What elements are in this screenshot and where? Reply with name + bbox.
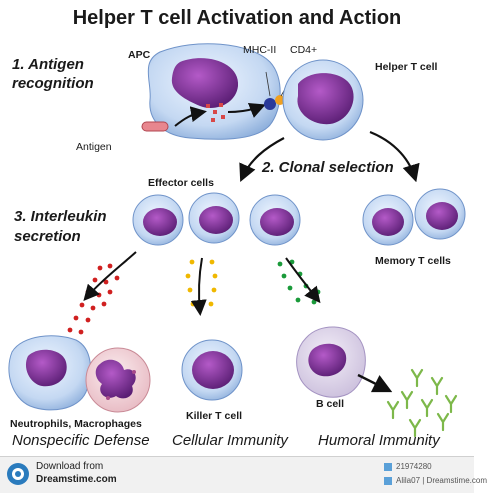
step1-heading-line1: 1. Antigen — [12, 56, 84, 73]
antibody-arrow — [357, 373, 393, 393]
cd4-label: CD4+ — [290, 44, 318, 56]
category-nonspecific: Nonspecific Defense — [12, 432, 150, 449]
memory-label: Memory T cells — [375, 255, 451, 267]
dreamstime-logo-icon — [7, 463, 29, 485]
diagram-canvas — [8, 43, 466, 438]
footer-site-link[interactable]: Dreamstime.com — [36, 474, 117, 485]
footer-image-id: 21974280 — [396, 462, 432, 471]
mhc-label: MHC-II — [243, 44, 277, 56]
step2-heading: 2. Clonal selection — [262, 159, 394, 176]
interleukin-arrow-middle — [190, 257, 207, 316]
credit-marker-icon — [384, 477, 392, 485]
footer-credit: Alila07 | Dreamstime.com — [396, 476, 487, 485]
antibodies — [386, 368, 458, 438]
memory-t-cell — [414, 188, 466, 240]
helper-t-label: Helper T cell — [375, 61, 438, 73]
footer-bar: Download from Dreamstime.com 21974280 Al… — [0, 456, 487, 493]
presentation-arrow — [227, 103, 266, 118]
clonal-arrow-right — [369, 130, 420, 183]
footer-download-text: Download from — [36, 461, 104, 472]
id-marker-icon — [384, 463, 392, 471]
step1-heading-line2: recognition — [12, 75, 94, 92]
neutrophil-cell — [8, 335, 92, 411]
mhc-cd4-complex — [264, 69, 297, 110]
apc-label: APC — [128, 49, 151, 61]
interleukin-arrow-right — [285, 257, 321, 304]
memory-t-cell — [362, 194, 414, 246]
effector-cell — [188, 192, 240, 244]
killer-t-cell — [181, 339, 243, 401]
effector-cell — [249, 194, 301, 246]
interleukin-arrow-left — [83, 251, 137, 302]
neutrophils-label: Neutrophils, Macrophages — [10, 418, 142, 430]
diagram-title: Helper T cell Activation and Action — [72, 7, 402, 29]
b-cell — [296, 326, 366, 398]
interleukin-green-dots — [277, 259, 321, 305]
category-humoral: Humoral Immunity — [318, 432, 440, 449]
antigen-capsule — [141, 121, 169, 132]
apc-cell — [147, 43, 281, 140]
uptake-arrow — [174, 106, 207, 127]
macrophage-cell — [85, 347, 151, 413]
b-cell-label: B cell — [316, 398, 345, 410]
effector-cell — [132, 194, 184, 246]
killer-t-label: Killer T cell — [186, 410, 243, 422]
step3-heading-line2: secretion — [14, 228, 81, 245]
category-cellular: Cellular Immunity — [172, 432, 288, 449]
clonal-arrow-left — [239, 137, 285, 183]
effector-label: Effector cells — [148, 177, 214, 189]
antigen-label: Antigen — [76, 141, 112, 153]
step3-heading-line1: 3. Interleukin — [14, 208, 107, 225]
antigen-fragments — [206, 103, 225, 122]
helper-t-cell — [282, 59, 364, 141]
